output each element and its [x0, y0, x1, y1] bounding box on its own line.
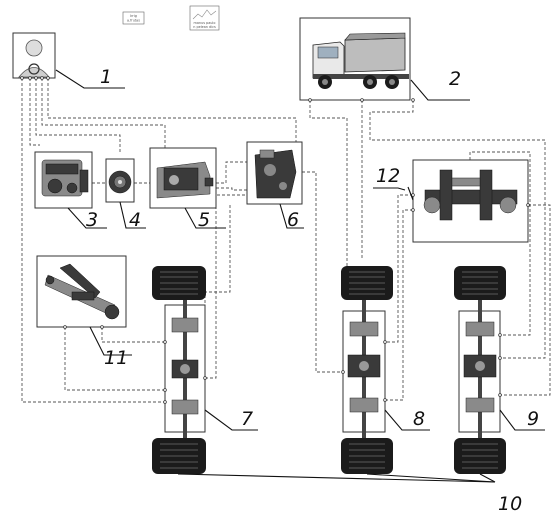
label-11: 11 — [104, 347, 128, 369]
small-box-b: manus paulo n pelean dics — [190, 6, 219, 30]
label-1: 1 — [100, 66, 112, 88]
label-4: 4 — [129, 209, 141, 231]
gearbox-box — [150, 148, 216, 208]
small-box-a: Irrig a.frutas — [123, 12, 144, 24]
label-12: 12 — [376, 165, 400, 187]
label-8: 8 — [413, 408, 425, 430]
clutch-box — [106, 159, 134, 202]
svg-text:Irrig: Irrig — [130, 14, 137, 18]
label-9: 9 — [527, 408, 539, 430]
axle-8-box — [342, 300, 387, 438]
axle-7-box — [164, 300, 207, 438]
svg-text:n pelean dics: n pelean dics — [193, 25, 216, 29]
label-2: 2 — [449, 68, 461, 90]
label-7: 7 — [241, 408, 253, 430]
front-suspension-box — [37, 256, 126, 328]
label-3: 3 — [86, 209, 98, 231]
label-6: 6 — [287, 209, 299, 231]
transfer-case-box — [247, 142, 302, 204]
svg-text:a.frutas: a.frutas — [127, 19, 140, 23]
label-5: 5 — [198, 209, 210, 231]
balancer-suspension-box — [412, 160, 530, 242]
engine-box — [35, 152, 92, 208]
driver-box — [13, 33, 55, 79]
axle-9-box — [459, 300, 501, 438]
truck-box — [300, 18, 414, 101]
label-10: 10 — [498, 493, 522, 515]
